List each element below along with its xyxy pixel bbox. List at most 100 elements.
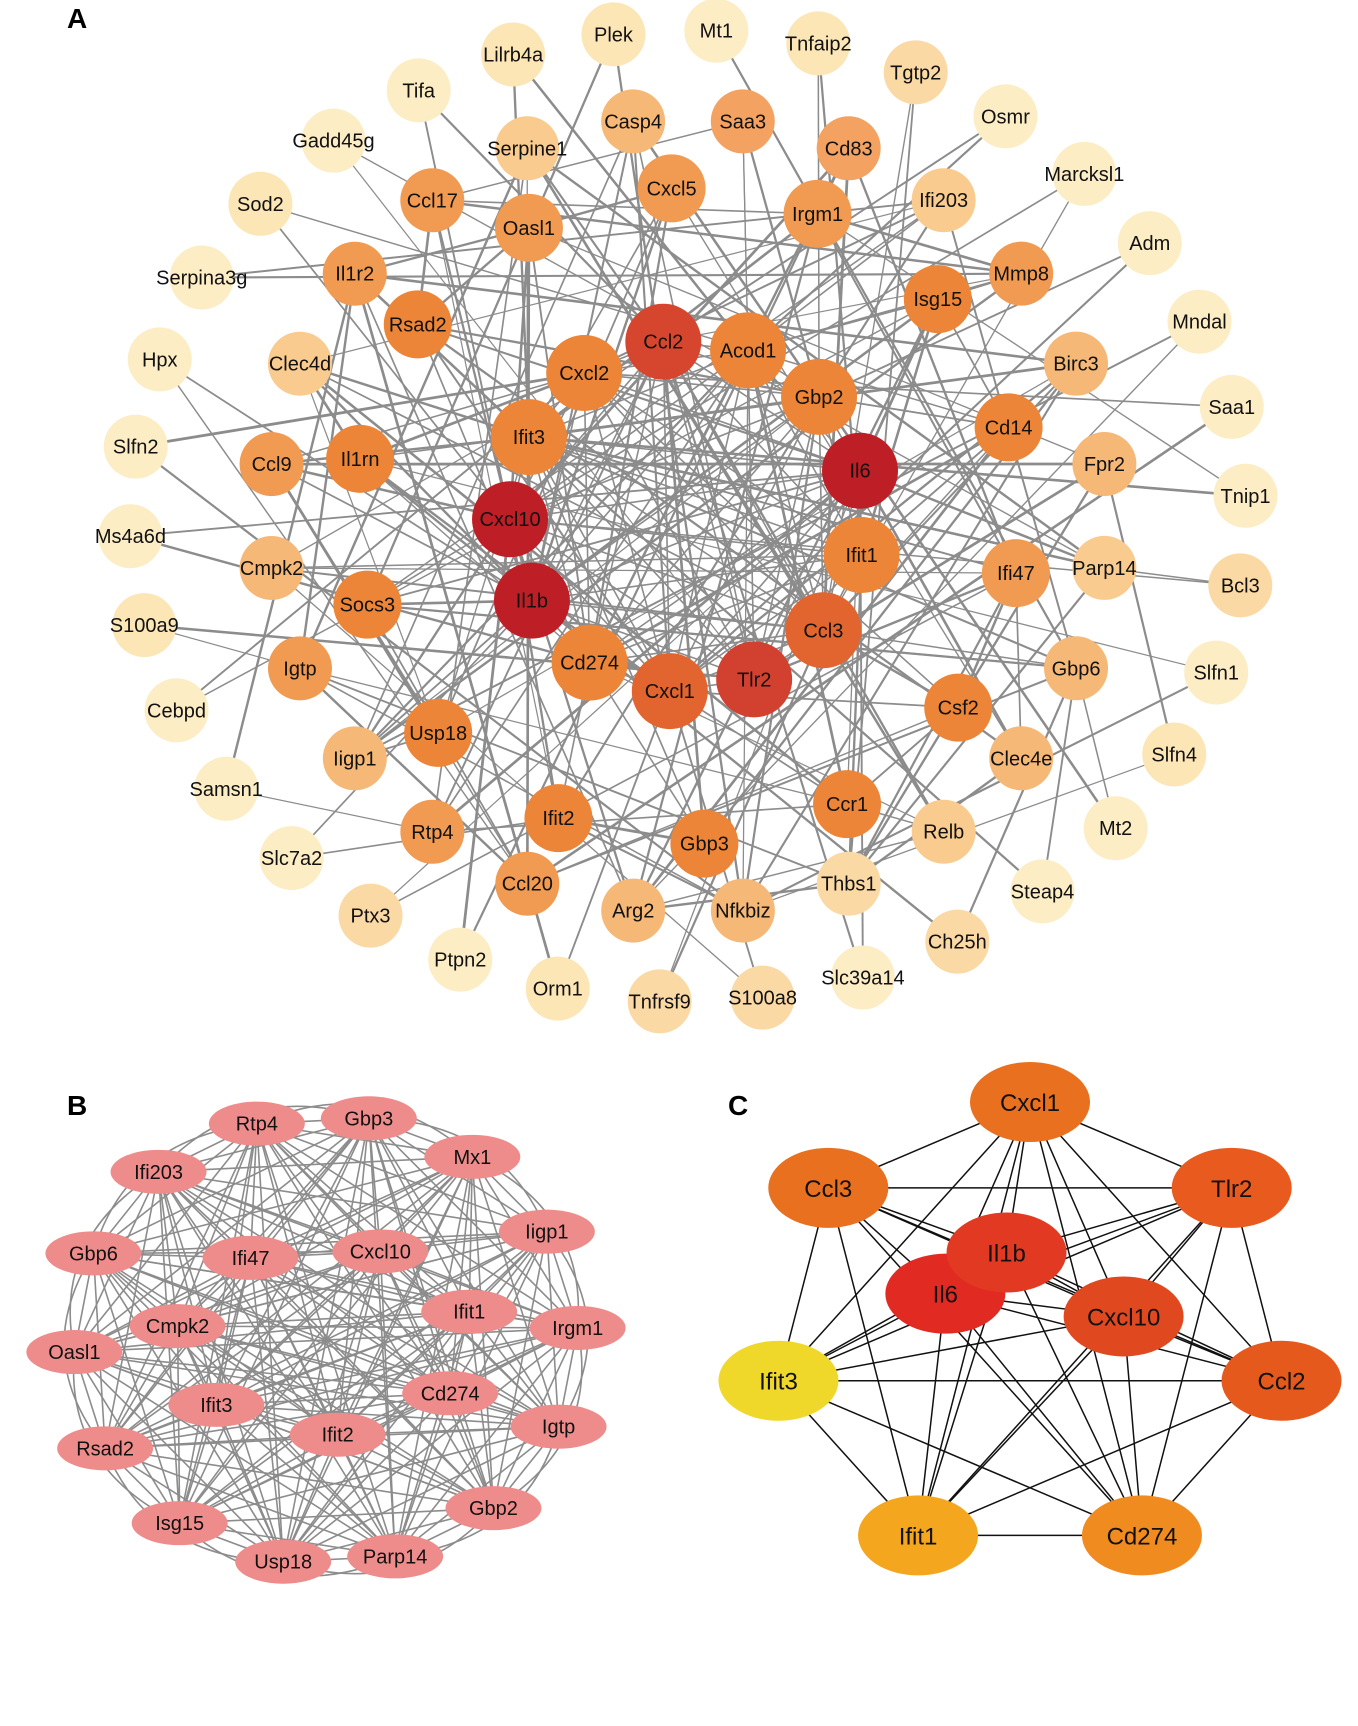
node-oasl1: Oasl1 [26, 1330, 123, 1375]
node-label: Acod1 [720, 340, 777, 362]
node-circle [1052, 141, 1117, 206]
node-circle [1083, 796, 1148, 861]
node-label: Irgm1 [792, 204, 843, 226]
node-label: Casp4 [604, 111, 662, 133]
node-label: Parp14 [363, 1546, 428, 1568]
edge [557, 396, 820, 819]
node-label: Mmp8 [993, 264, 1049, 286]
node-ellipse [289, 1412, 386, 1457]
edge [379, 1250, 560, 1428]
edge [917, 1380, 1282, 1537]
edge [354, 599, 533, 759]
node-label: Gbp6 [1052, 658, 1101, 680]
node-cxcl2: Cxcl2 [546, 335, 623, 412]
node-circle [239, 432, 304, 497]
node-circle [911, 799, 976, 864]
edge [216, 1404, 494, 1509]
node-label: Marcksl1 [1044, 164, 1124, 186]
edge [944, 1293, 1143, 1536]
edge [669, 350, 749, 692]
edge [742, 350, 749, 911]
node-cd274: Cd274 [1081, 1495, 1202, 1576]
edge [417, 323, 1022, 760]
edge [298, 273, 356, 669]
edge [669, 690, 959, 709]
node-label: Fpr2 [1084, 454, 1125, 476]
edge [437, 363, 1077, 734]
edge [394, 1156, 474, 1557]
node-circle [228, 171, 293, 236]
edge [823, 629, 1077, 670]
node-ccl3: Ccl3 [768, 1147, 889, 1228]
edge [394, 1327, 579, 1557]
node-label: Cxcl5 [647, 178, 697, 200]
edge [179, 1392, 451, 1524]
node-ch25h: Ch25h [925, 909, 990, 974]
node-slc39a14: Slc39a14 [821, 945, 905, 1010]
edge [135, 371, 585, 449]
node-label: Orm1 [533, 979, 583, 1001]
edge [859, 469, 1105, 570]
node-circle [1184, 640, 1249, 705]
node-label: Serpina3g [156, 268, 247, 290]
node-cd83: Cd83 [816, 116, 881, 181]
node-ellipse [347, 1534, 444, 1579]
edge [92, 1252, 494, 1509]
node-ellipse [858, 1495, 979, 1576]
edge [818, 396, 825, 631]
node-ellipse [168, 1382, 265, 1427]
node-ccl20: Ccl20 [495, 851, 560, 916]
node-circle [823, 516, 900, 593]
node-circle [625, 303, 702, 380]
node-ifit1: Ifit1 [421, 1289, 518, 1334]
edge [353, 272, 530, 439]
node-label: Gbp6 [69, 1243, 118, 1265]
node-igtp: Igtp [510, 1404, 607, 1449]
node-label: Ms4a6d [95, 526, 166, 548]
node-cd274: Cd274 [402, 1371, 499, 1416]
edge [557, 817, 744, 912]
node-label: Iigp1 [525, 1222, 568, 1244]
node-gbp3: Gbp3 [320, 1096, 417, 1141]
edge [778, 1380, 1143, 1537]
edge [177, 1325, 451, 1395]
node-il1r2: Il1r2 [322, 241, 387, 306]
node-label: Saa3 [719, 111, 766, 133]
node-label: Cmpk2 [240, 558, 303, 580]
node-ellipse [26, 1330, 123, 1375]
edge [612, 34, 744, 911]
node-slfn2: Slfn2 [103, 414, 168, 479]
node-ellipse [110, 1149, 207, 1194]
node-circle [112, 593, 177, 658]
edge [249, 1117, 370, 1259]
node-circle [267, 636, 332, 701]
node-ifit1: Ifit1 [823, 516, 900, 593]
node-circle [730, 965, 795, 1030]
edge [250, 1257, 451, 1394]
node-label: Cd274 [421, 1383, 480, 1405]
node-label: Gbp3 [680, 834, 729, 856]
node-ptx3: Ptx3 [338, 883, 403, 948]
edge [633, 831, 944, 912]
edge [583, 372, 755, 680]
node-ccl2: Ccl2 [625, 303, 702, 380]
node-label: Ptpn2 [434, 950, 486, 972]
node-circle [1199, 374, 1264, 439]
node-circle [883, 40, 948, 105]
edge [432, 120, 743, 202]
node-ifi203: Ifi203 [110, 1149, 207, 1194]
node-circle [1072, 535, 1137, 600]
node-label: Cmpk2 [146, 1316, 209, 1338]
node-label: Oasl1 [48, 1342, 100, 1364]
edge [93, 1230, 547, 1255]
node-usp18: Usp18 [404, 698, 473, 767]
node-circle [1117, 211, 1182, 276]
edge [818, 199, 945, 398]
edge [105, 1447, 494, 1509]
edge [528, 436, 591, 663]
node-circle [400, 168, 465, 233]
node-circle [472, 481, 549, 558]
node-rtp4: Rtp4 [208, 1101, 305, 1146]
node-tlr2: Tlr2 [716, 641, 793, 718]
node-label: Cxcl1 [1000, 1090, 1060, 1117]
